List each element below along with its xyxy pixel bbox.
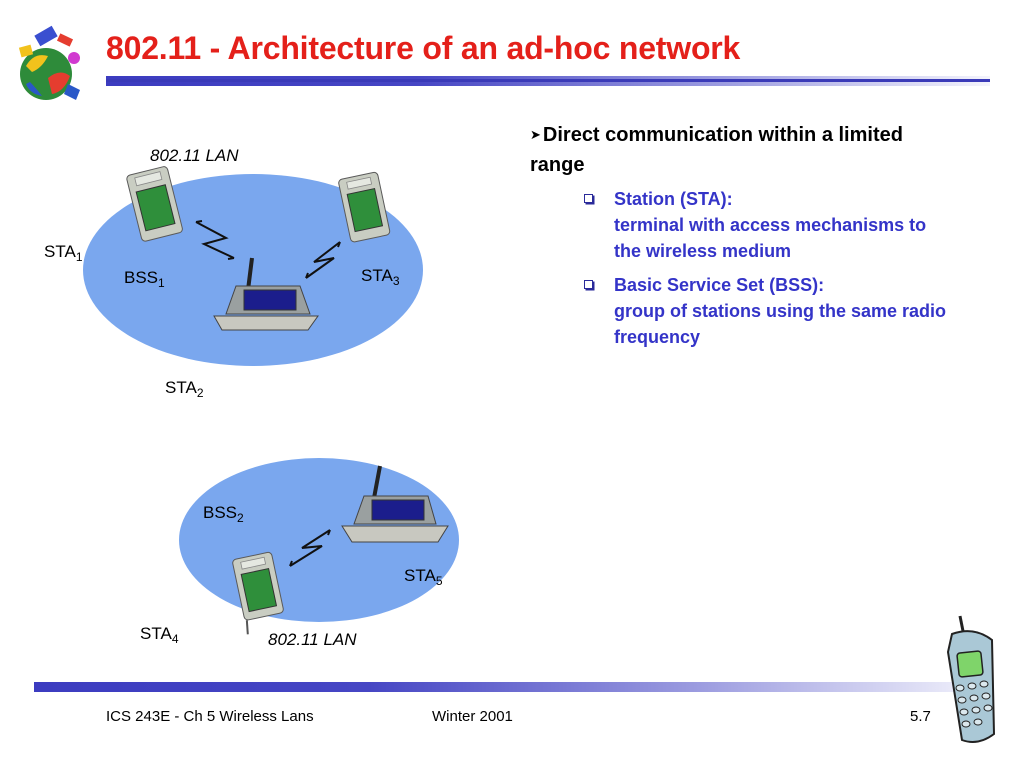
sub-bullet: Station (STA): terminal with access mech… (582, 186, 950, 264)
laptop-icon (213, 257, 319, 331)
sub-bullet: Basic Service Set (BSS): group of statio… (582, 272, 950, 350)
bss2-label: BSS2 (203, 503, 244, 525)
arrow-bullet-icon: ➤ (530, 127, 541, 142)
footer-rule (34, 682, 990, 692)
sub-bullet-body: group of stations using the same radio f… (614, 301, 947, 347)
square-bullet-icon (584, 194, 593, 203)
lan-label-top: 802.11 LAN (150, 146, 239, 165)
diagram-top-graphic (83, 166, 423, 366)
sta4-label: STA4 (140, 624, 179, 646)
square-bullet-icon (584, 280, 593, 289)
radio-link-icon (195, 220, 341, 279)
sub-bullet-head: Basic Service Set (BSS): (614, 275, 825, 295)
sub-bullet-body: terminal with access mechanisms to the w… (614, 215, 927, 261)
main-bullet: ➤Direct communication within a limited r… (530, 124, 903, 176)
footer-page-number: 5.7 (910, 708, 931, 725)
radio-link-icon (289, 529, 331, 567)
laptop-icon (341, 465, 449, 543)
lan-label-bottom: 802.11 LAN (268, 630, 357, 649)
globe-logo-icon (18, 25, 80, 100)
bullet-list: ➤Direct communication within a limited r… (530, 120, 950, 358)
sub-bullet-list: Station (STA): terminal with access mech… (582, 186, 950, 350)
sub-bullet-head: Station (STA): (614, 189, 733, 209)
pda-icon (338, 171, 391, 243)
sta1-label: STA1 (44, 242, 83, 264)
mobile-phone-icon (946, 615, 996, 743)
pda-icon (232, 551, 284, 635)
footer-term: Winter 2001 (432, 708, 513, 725)
sta2-label: STA2 (165, 378, 204, 400)
pda-icon (126, 166, 183, 242)
footer-course: ICS 243E - Ch 5 Wireless Lans (106, 708, 314, 725)
slide-title: 802.11 - Architecture of an ad-hoc netwo… (106, 30, 741, 66)
sta3-label: STA3 (361, 266, 400, 288)
bss1-label: BSS1 (124, 268, 165, 290)
diagram-bottom-graphic (179, 458, 459, 635)
sta5-label: STA5 (404, 566, 443, 588)
title-rule (106, 76, 990, 86)
